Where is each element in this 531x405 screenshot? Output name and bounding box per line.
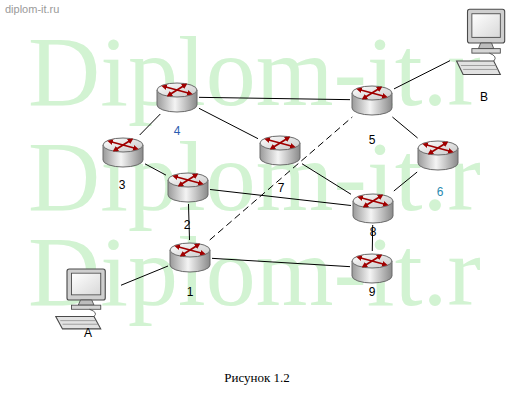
router-number: 4 — [174, 125, 181, 137]
network-link — [212, 258, 350, 266]
link-line — [121, 266, 168, 285]
computer-symbol — [450, 7, 520, 79]
network-link — [302, 164, 351, 195]
network-link — [199, 97, 350, 99]
network-link — [121, 266, 168, 285]
link-line — [199, 108, 258, 138]
site-label: diplom-it.ru — [5, 4, 59, 15]
router-number: 7 — [278, 182, 285, 194]
computer-symbol — [49, 267, 121, 333]
watermark-text: Diplom-it.r — [28, 22, 481, 122]
router-node: 3 — [101, 135, 145, 169]
link-line — [210, 117, 353, 240]
link-line — [392, 117, 417, 138]
router-number: 3 — [119, 179, 126, 191]
router-symbol — [351, 191, 395, 225]
network-link — [394, 172, 417, 191]
router-symbol — [168, 240, 212, 274]
link-line — [145, 164, 166, 175]
router-node: 2 — [166, 170, 210, 204]
router-number: 5 — [369, 134, 376, 146]
router-number: 8 — [370, 226, 377, 238]
router-symbol — [101, 135, 145, 169]
router-symbol — [155, 80, 199, 114]
router-number: 1 — [187, 286, 194, 298]
host-label: B — [480, 91, 488, 103]
link-line — [302, 164, 351, 195]
network-link — [199, 108, 258, 138]
router-symbol — [416, 138, 460, 172]
router-node: 1 — [168, 240, 212, 274]
router-node: 4 — [155, 80, 199, 114]
computer-node: B — [450, 7, 520, 79]
router-node: 8 — [351, 191, 395, 225]
figure-caption: Рисунок 1.2 — [224, 370, 290, 386]
router-symbol — [258, 133, 302, 167]
dashed-link — [210, 117, 353, 240]
router-number: 9 — [369, 286, 376, 298]
router-node: 7 — [258, 133, 302, 167]
link-line — [394, 172, 417, 191]
router-number: 6 — [437, 186, 444, 198]
computer-node: A — [49, 267, 121, 333]
network-link — [394, 61, 450, 89]
router-node: 5 — [350, 83, 394, 117]
router-symbol — [350, 251, 394, 285]
network-link — [145, 164, 166, 175]
host-label: A — [84, 327, 92, 339]
link-line — [199, 97, 350, 99]
link-line — [140, 114, 161, 135]
network-link — [392, 117, 417, 138]
router-node: 6 — [416, 138, 460, 172]
router-symbol — [166, 170, 210, 204]
link-line — [212, 258, 350, 266]
router-node: 9 — [350, 251, 394, 285]
link-line — [394, 61, 450, 89]
network-link — [140, 114, 161, 135]
router-number: 2 — [184, 219, 191, 231]
watermark-text: Diplom-it.r — [28, 127, 481, 227]
router-symbol — [350, 83, 394, 117]
